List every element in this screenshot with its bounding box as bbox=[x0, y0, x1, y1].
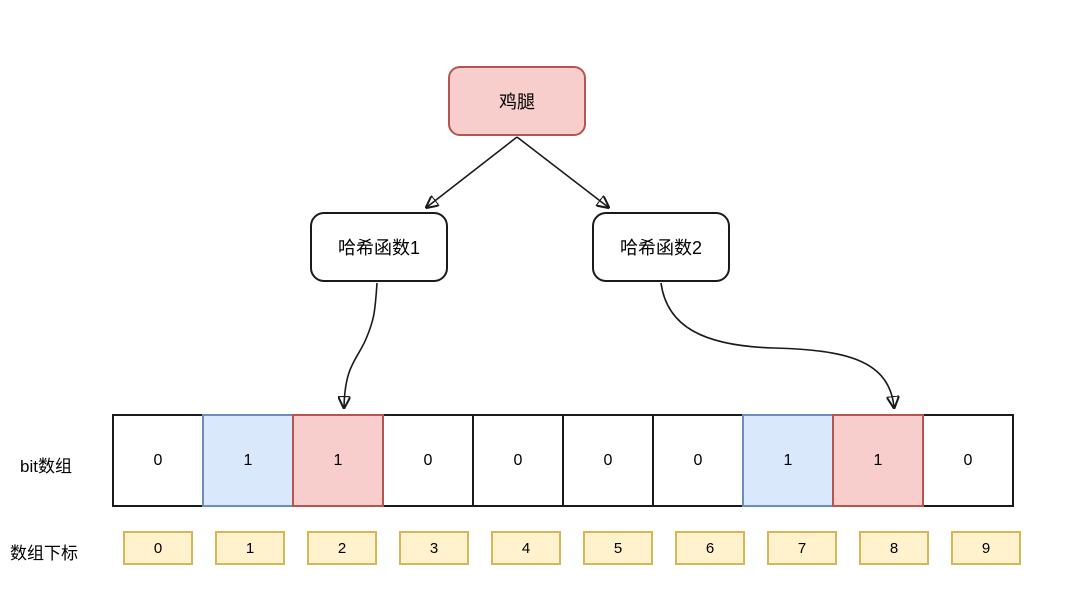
hash-function-1-label: 哈希函数1 bbox=[337, 238, 420, 258]
index-box-1: 1 bbox=[215, 531, 285, 565]
index-slot-0: 0 bbox=[112, 531, 204, 565]
index-box-6: 6 bbox=[675, 531, 745, 565]
index-slot-1: 1 bbox=[204, 531, 296, 565]
bit-cell-1: 1 bbox=[202, 414, 294, 507]
index-slot-5: 5 bbox=[572, 531, 664, 565]
index-box-3: 3 bbox=[399, 531, 469, 565]
index-slot-6: 6 bbox=[664, 531, 756, 565]
bit-cell-2: 1 bbox=[292, 414, 384, 507]
index-box-4: 4 bbox=[491, 531, 561, 565]
bit-cell-9: 0 bbox=[922, 414, 1014, 507]
hash-function-2-node: 哈希函数2 bbox=[592, 212, 730, 282]
hash-function-2-label: 哈希函数2 bbox=[619, 238, 702, 258]
index-slot-7: 7 bbox=[756, 531, 848, 565]
bit-cell-0: 0 bbox=[112, 414, 204, 507]
index-row-label: 数组下标 bbox=[10, 544, 78, 563]
index-slot-9: 9 bbox=[940, 531, 1032, 565]
edge-root-to-hash2 bbox=[516, 136, 608, 207]
hash-function-1-node: 哈希函数1 bbox=[310, 212, 448, 282]
root-node: 鸡腿 bbox=[448, 66, 586, 136]
index-box-2: 2 bbox=[307, 531, 377, 565]
edge-hash2-to-bit8 bbox=[660, 282, 894, 407]
index-box-7: 7 bbox=[767, 531, 837, 565]
root-node-label: 鸡腿 bbox=[499, 92, 535, 112]
index-slot-3: 3 bbox=[388, 531, 480, 565]
bit-array-label: bit数组 bbox=[20, 457, 72, 476]
index-slot-8: 8 bbox=[848, 531, 940, 565]
index-box-9: 9 bbox=[951, 531, 1021, 565]
index-box-0: 0 bbox=[123, 531, 193, 565]
index-box-8: 8 bbox=[859, 531, 929, 565]
bit-cell-8: 1 bbox=[832, 414, 924, 507]
bit-cell-4: 0 bbox=[472, 414, 564, 507]
bit-cell-7: 1 bbox=[742, 414, 834, 507]
edge-hash1-to-bit2 bbox=[344, 282, 378, 407]
bit-cell-3: 0 bbox=[382, 414, 474, 507]
index-box-5: 5 bbox=[583, 531, 653, 565]
bit-cell-6: 0 bbox=[652, 414, 744, 507]
index-slot-2: 2 bbox=[296, 531, 388, 565]
bit-cell-5: 0 bbox=[562, 414, 654, 507]
index-slot-4: 4 bbox=[480, 531, 572, 565]
edge-root-to-hash1 bbox=[427, 136, 518, 207]
